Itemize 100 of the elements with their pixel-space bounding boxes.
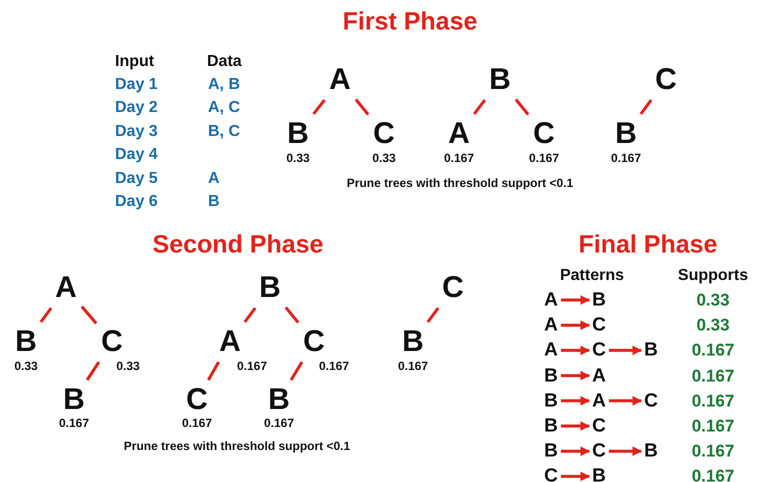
arrow — [560, 370, 590, 380]
connector-line — [312, 99, 326, 115]
note-text: Prune trees with threshold support <0.1 — [346, 177, 574, 189]
section-title: Second Phase — [152, 232, 324, 258]
support-value: 0.33 — [696, 316, 730, 334]
tree-letter: B — [489, 65, 511, 95]
tree-letter: C — [592, 442, 606, 461]
support-value: 0.33 — [14, 360, 38, 372]
tree-letter: C — [303, 327, 325, 357]
section-title: First Phase — [342, 10, 478, 34]
connector-line — [80, 306, 98, 324]
connector-line — [86, 361, 100, 381]
support-value: 0.167 — [318, 360, 350, 372]
tree-letter: C — [592, 340, 606, 360]
arrow — [608, 396, 642, 406]
tree-letter: B — [287, 119, 309, 149]
table-cell: Day 5 — [115, 171, 158, 187]
tree-letter: C — [655, 65, 677, 95]
table-cell: Day 4 — [115, 147, 158, 163]
support-value: 0.167 — [692, 442, 734, 460]
tree-letter: A — [448, 119, 470, 149]
connector-line — [290, 361, 304, 381]
table-cell: Day 3 — [115, 124, 158, 140]
tree-letter: C — [544, 466, 558, 482]
tree-letter: B — [259, 273, 281, 303]
column-header: Supports — [678, 268, 748, 284]
connector-line — [473, 99, 486, 115]
tree-letter: A — [592, 391, 606, 410]
tree-letter: C — [442, 273, 464, 303]
table-cell: B — [208, 194, 220, 210]
tree-letter: C — [186, 385, 208, 415]
section-title: Final Phase — [578, 232, 718, 258]
support-value: 0.33 — [116, 360, 140, 372]
tree-letter: C — [373, 119, 395, 149]
table-cell: Day 2 — [115, 100, 158, 116]
support-value: 0.167 — [58, 417, 90, 429]
tree-letter: C — [101, 327, 123, 357]
tree-letter: A — [329, 65, 351, 95]
column-header: Input — [115, 54, 154, 70]
arrow — [560, 446, 590, 456]
tree-letter: A — [544, 290, 558, 310]
support-value: 0.167 — [528, 152, 560, 164]
tree-letter: B — [15, 327, 37, 357]
connector-line — [284, 306, 300, 324]
support-value: 0.167 — [444, 152, 474, 164]
tree-letter: A — [592, 366, 606, 386]
table-cell: A — [208, 171, 220, 187]
support-value: 0.33 — [286, 152, 310, 164]
tree-letter: A — [544, 340, 558, 360]
tree-letter: A — [55, 273, 77, 303]
support-value: 0.167 — [692, 468, 734, 482]
tree-letter: C — [644, 391, 658, 410]
arrow — [560, 295, 590, 305]
connector-line — [514, 98, 530, 116]
tree-letter: B — [592, 290, 606, 310]
connector-line — [40, 307, 52, 323]
support-value: 0.167 — [692, 418, 734, 434]
tree-letter: B — [544, 391, 558, 410]
tree-letter: A — [219, 327, 241, 357]
tree-letter: C — [592, 416, 606, 436]
support-value: 0.167 — [398, 360, 428, 372]
tree-letter: B — [544, 442, 558, 461]
table-cell: B, C — [208, 124, 240, 140]
tree-letter: C — [533, 119, 555, 149]
column-header: Data — [207, 54, 242, 70]
tree-letter: B — [268, 385, 290, 415]
tree-letter: B — [644, 340, 658, 360]
support-value: 0.167 — [182, 417, 212, 429]
tree-letter: C — [592, 316, 606, 335]
support-value: 0.167 — [610, 152, 642, 164]
arrow — [608, 446, 642, 456]
tree-letter: B — [615, 119, 637, 149]
tree-letter: B — [544, 416, 558, 436]
table-cell: A, C — [208, 100, 240, 116]
tree-letter: A — [544, 316, 558, 335]
support-value: 0.167 — [692, 367, 734, 384]
tree-letter: B — [592, 466, 606, 482]
connector-line — [426, 307, 440, 323]
support-value: 0.167 — [264, 417, 294, 429]
arrow — [560, 472, 590, 482]
support-value: 0.33 — [372, 152, 396, 164]
connector-line — [354, 98, 370, 116]
table-cell: Day 6 — [115, 194, 158, 210]
column-header: Patterns — [560, 268, 624, 284]
connector-line — [640, 99, 652, 115]
tree-letter: B — [544, 366, 558, 386]
support-value: 0.167 — [236, 360, 268, 372]
arrow — [608, 346, 642, 356]
note-text: Prune trees with threshold support <0.1 — [124, 440, 350, 452]
support-value: 0.167 — [692, 392, 734, 410]
arrow — [560, 346, 590, 356]
connector-line — [244, 307, 256, 323]
connector-line — [207, 361, 220, 381]
tree-letter: B — [644, 442, 658, 461]
table-cell: Day 1 — [115, 77, 158, 93]
arrow — [560, 396, 590, 406]
support-value: 0.167 — [692, 342, 734, 359]
tree-letter: B — [63, 385, 85, 415]
support-value: 0.33 — [696, 292, 730, 308]
tree-letter: B — [402, 327, 424, 357]
